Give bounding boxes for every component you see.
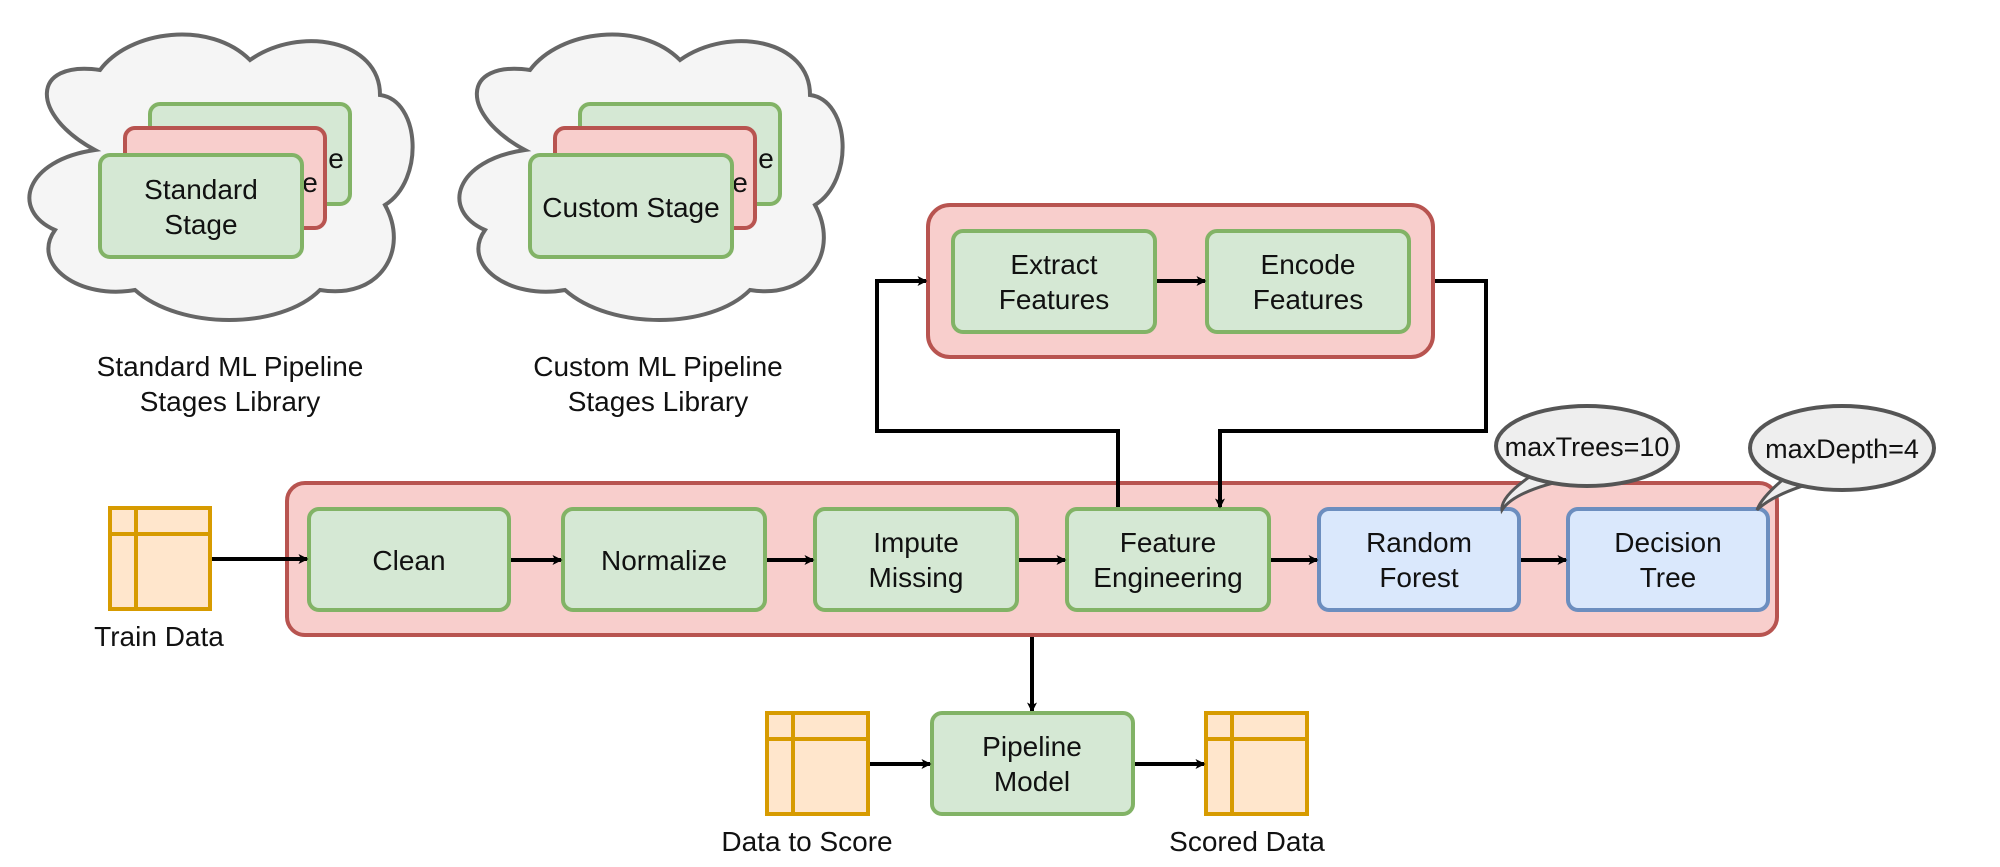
- scored-data-table-icon: [1204, 711, 1309, 816]
- custom-stage-stack: e e Custom Stage: [528, 102, 782, 259]
- custom-library-caption-line1: Custom ML Pipeline: [533, 351, 783, 382]
- max-trees-text: maxTrees=10: [1505, 432, 1670, 462]
- max-trees-bubble: [1494, 404, 1680, 488]
- encode-features-line2: Features: [1253, 284, 1364, 315]
- standard-stage-back-peek: e: [328, 143, 344, 174]
- data-to-score-label: Data to Score: [721, 826, 892, 857]
- decision-tree-line2: Tree: [1640, 562, 1697, 593]
- impute-missing-line2: Missing: [869, 562, 964, 593]
- encode-features-line1: Encode: [1261, 249, 1356, 280]
- decision-tree-stage: [1566, 507, 1770, 612]
- feature-engineering-subpipeline: Extract Features Encode Features: [926, 203, 1435, 359]
- clean-stage-label: Clean: [372, 545, 445, 576]
- max-depth-callout: maxDepth=4: [1748, 404, 1936, 512]
- feature-engineering-stage: [1065, 507, 1271, 612]
- random-forest-line2: Forest: [1379, 562, 1459, 593]
- standard-stage-stack: e e Standard Stage: [98, 102, 352, 259]
- subpipeline-to-feature-arrow: [1215, 279, 1488, 509]
- decision-tree-line1: Decision: [1614, 527, 1721, 558]
- feature-to-subpipeline-arrow: [875, 276, 1120, 507]
- custom-library-caption-line2: Stages Library: [568, 386, 749, 417]
- standard-stage-label-line1: Standard: [144, 174, 258, 205]
- normalize-stage: [561, 507, 767, 612]
- pipeline-model-line2: Model: [994, 766, 1070, 797]
- train-data-table-icon: [108, 506, 212, 611]
- feature-engineering-line2: Engineering: [1093, 562, 1242, 593]
- feature-engineering-line1: Feature: [1120, 527, 1217, 558]
- encode-features-stage: [1205, 229, 1411, 334]
- standard-library-caption-line1: Standard ML Pipeline: [97, 351, 364, 382]
- max-depth-bubble: [1748, 404, 1936, 492]
- extract-features-stage: [951, 229, 1157, 334]
- max-trees-callout: maxTrees=10: [1494, 404, 1680, 515]
- clean-stage: [307, 507, 511, 612]
- extract-features-line2: Features: [999, 284, 1110, 315]
- max-depth-text: maxDepth=4: [1765, 434, 1919, 464]
- random-forest-line1: Random: [1366, 527, 1472, 558]
- custom-library-cloud: e e Custom Stage: [457, 32, 845, 322]
- custom-stage-middle-peek: e: [732, 167, 748, 198]
- standard-stage-card: [98, 153, 304, 259]
- standard-stage-middle-peek: e: [302, 167, 318, 198]
- standard-library-cloud: e e Standard Stage: [27, 32, 415, 322]
- train-data-label: Train Data: [94, 621, 224, 652]
- normalize-stage-label: Normalize: [601, 545, 727, 576]
- impute-missing-stage: [813, 507, 1019, 612]
- random-forest-stage: [1317, 507, 1521, 612]
- pipeline-model: [930, 711, 1135, 816]
- main-pipeline: Clean Normalize Impute Missing Feature E…: [285, 481, 1779, 637]
- scored-data-label: Scored Data: [1169, 826, 1325, 857]
- data-to-score-table-icon: [765, 711, 870, 816]
- impute-missing-line1: Impute: [873, 527, 959, 558]
- extract-features-line1: Extract: [1010, 249, 1097, 280]
- pipeline-model-line1: Pipeline: [982, 731, 1082, 762]
- custom-stage-label: Custom Stage: [542, 192, 719, 223]
- standard-stage-label-line2: Stage: [164, 209, 237, 240]
- standard-library-caption-line2: Stages Library: [140, 386, 321, 417]
- custom-stage-back-peek: e: [758, 143, 774, 174]
- custom-stage-card: [528, 153, 734, 259]
